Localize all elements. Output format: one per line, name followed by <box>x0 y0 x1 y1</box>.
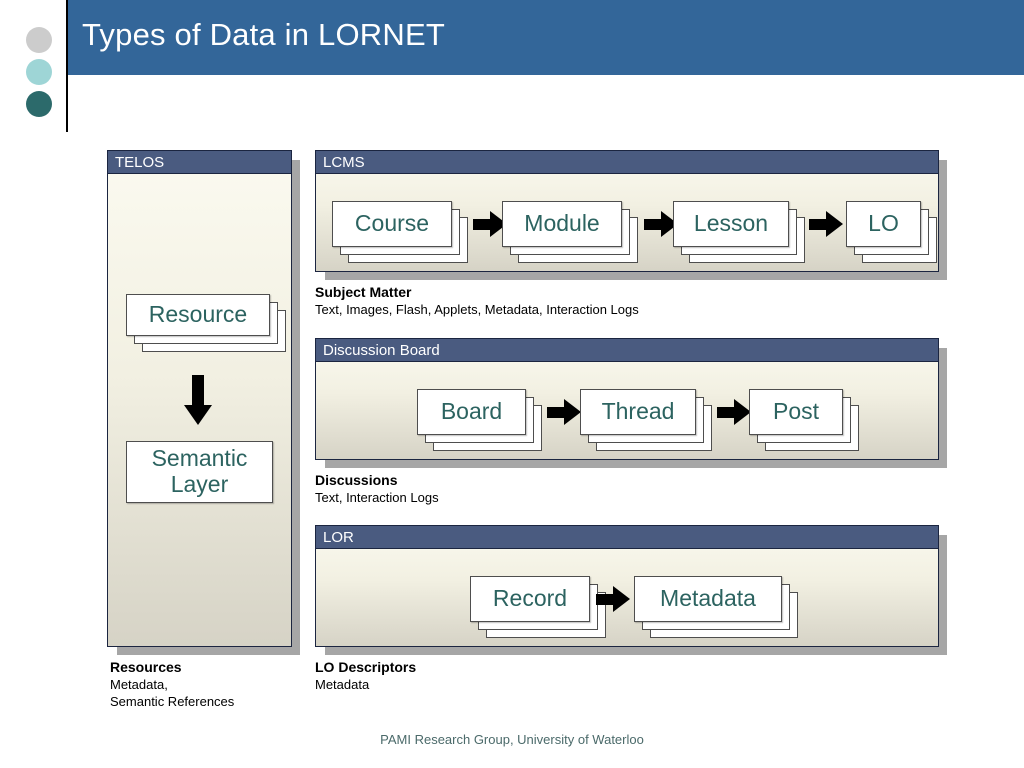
arrow-shaft <box>809 219 828 230</box>
panel-lor-title: LOR <box>316 526 938 549</box>
card-label: Thread <box>601 398 675 425</box>
card-front-post[interactable]: Post <box>749 389 843 435</box>
panel-discussion-board-title: Discussion Board <box>316 339 938 362</box>
card-label: Post <box>772 398 820 425</box>
card-front-module[interactable]: Module <box>502 201 622 247</box>
arrow-head <box>613 586 630 612</box>
arrow-head <box>734 399 751 425</box>
slide-footer: PAMI Research Group, University of Water… <box>380 732 644 747</box>
card-label: Resource <box>148 301 248 328</box>
card-front-metadata[interactable]: Metadata <box>634 576 782 622</box>
caption-subject-matter: Subject Matter Text, Images, Flash, Appl… <box>315 284 639 319</box>
caption-resources: Resources Metadata, Semantic References <box>110 659 234 710</box>
right-arrow-icon-2 <box>717 399 751 425</box>
caption-discussions: Discussions Text, Interaction Logs <box>315 472 439 507</box>
arrow-shaft <box>192 375 204 407</box>
caption-lo-descriptors: LO Descriptors Metadata <box>315 659 416 694</box>
arrow-shaft <box>596 594 615 605</box>
arrow-shaft <box>473 219 492 230</box>
decor-dot-teal-light-icon <box>26 59 52 85</box>
card-front-semantic-layer[interactable]: Semantic Layer <box>126 441 273 503</box>
card-stack-post[interactable]: Post <box>749 389 861 451</box>
panel-lcms: LCMS Course Module <box>315 150 939 272</box>
arrow-head <box>184 405 212 425</box>
card-front-record[interactable]: Record <box>470 576 590 622</box>
panel-discussion-board-body: Board Thread Post <box>316 363 938 459</box>
card-front-course[interactable]: Course <box>332 201 452 247</box>
header-vertical-rule <box>66 0 68 132</box>
card-front-lesson[interactable]: Lesson <box>673 201 789 247</box>
caption-sub: Metadata <box>315 677 370 692</box>
panel-lcms-body: Course Module Lesson <box>316 175 938 271</box>
right-arrow-icon-1 <box>547 399 581 425</box>
card-stack-semantic-layer[interactable]: Semantic Layer <box>126 441 273 503</box>
arrow-head <box>564 399 581 425</box>
panel-telos: TELOS Resource Semantic Layer <box>107 150 292 647</box>
card-stack-board[interactable]: Board <box>417 389 544 451</box>
caption-title: Discussions <box>315 472 398 488</box>
card-label: Metadata <box>660 585 756 612</box>
card-front-lo[interactable]: LO <box>846 201 921 247</box>
card-front-resource[interactable]: Resource <box>126 294 270 336</box>
arrow-head <box>826 211 843 237</box>
down-arrow-icon <box>184 375 212 425</box>
caption-title: Subject Matter <box>315 284 412 300</box>
card-label: LO <box>868 210 899 237</box>
card-front-board[interactable]: Board <box>417 389 526 435</box>
panel-lcms-title: LCMS <box>316 151 938 174</box>
card-stack-resource[interactable]: Resource <box>126 294 288 352</box>
card-label: Semantic Layer <box>151 445 248 497</box>
slide-title-banner: Types of Data in LORNET <box>68 0 1024 75</box>
right-arrow-icon-3 <box>809 211 843 237</box>
card-label: Course <box>354 210 430 237</box>
panel-telos-body: Resource Semantic Layer <box>108 175 291 646</box>
decor-dot-gray-icon <box>26 27 52 53</box>
card-label: Record <box>492 585 568 612</box>
caption-sub: Text, Images, Flash, Applets, Metadata, … <box>315 302 639 317</box>
decor-dot-teal-dark-icon <box>26 91 52 117</box>
card-label: Module <box>524 210 600 237</box>
card-stack-lo[interactable]: LO <box>846 201 939 263</box>
right-arrow-icon-1 <box>596 586 630 612</box>
caption-sub: Metadata, Semantic References <box>110 677 235 709</box>
panel-telos-title: TELOS <box>108 151 291 174</box>
arrow-shaft <box>644 219 663 230</box>
caption-title: LO Descriptors <box>315 659 417 675</box>
card-stack-thread[interactable]: Thread <box>580 389 714 451</box>
page-title: Types of Data in LORNET <box>82 17 445 52</box>
card-stack-record[interactable]: Record <box>470 576 608 638</box>
card-label: Lesson <box>693 210 769 237</box>
card-label: Board <box>440 398 503 425</box>
card-front-thread[interactable]: Thread <box>580 389 696 435</box>
panel-discussion-board: Discussion Board Board Thread <box>315 338 939 460</box>
card-stack-module[interactable]: Module <box>502 201 640 263</box>
card-stack-course[interactable]: Course <box>332 201 470 263</box>
panel-lor: LOR Record Metadata <box>315 525 939 647</box>
card-stack-lesson[interactable]: Lesson <box>673 201 807 263</box>
panel-lor-body: Record Metadata <box>316 550 938 646</box>
arrow-shaft <box>547 407 566 418</box>
caption-title: Resources <box>110 659 182 675</box>
card-stack-metadata[interactable]: Metadata <box>634 576 800 638</box>
arrow-shaft <box>717 407 736 418</box>
caption-sub: Text, Interaction Logs <box>315 490 439 505</box>
